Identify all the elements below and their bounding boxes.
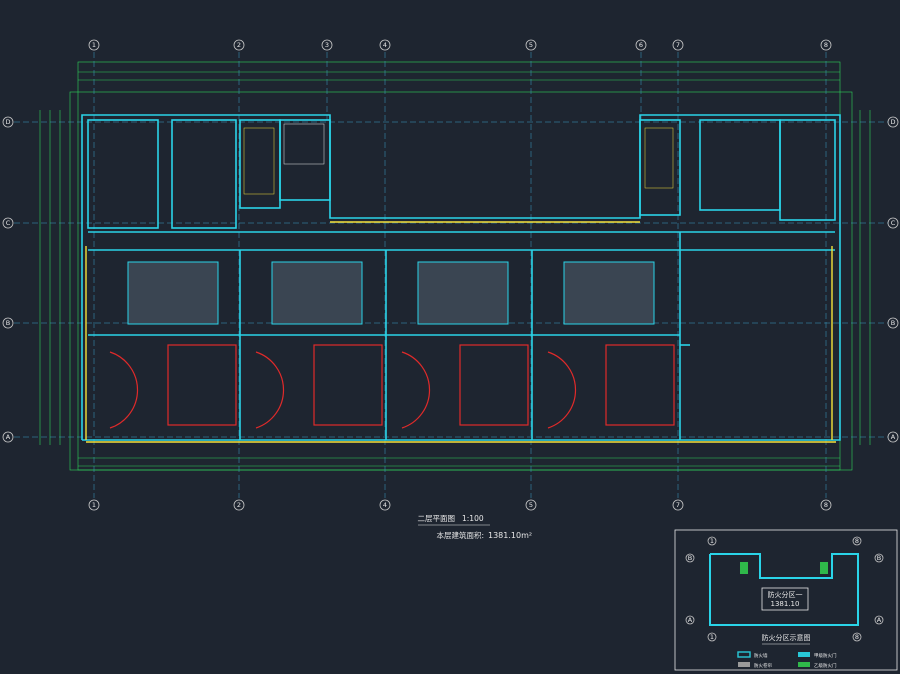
svg-text:A: A <box>891 433 896 441</box>
axis-bubble-top-1: 1 <box>88 39 100 51</box>
axis-bubble-bottom-5: 5 <box>525 499 537 511</box>
svg-text:A: A <box>877 616 882 624</box>
svg-text:B: B <box>688 554 692 562</box>
svg-text:1: 1 <box>710 537 714 545</box>
axis-bubble-top-3: 3 <box>321 39 333 51</box>
axis-bubble-top-5: 5 <box>525 39 537 51</box>
axis-bubble-top-7: 7 <box>672 39 684 51</box>
legend-item: 防火卷帘 <box>754 662 772 669</box>
drawing-title-block: 二层平面图 1:100 本层建筑面积: 1381.10m² <box>418 514 533 540</box>
classroom-furniture <box>109 344 675 429</box>
area-value: 1381.10m² <box>488 531 532 540</box>
inset-axis-top-1: 1 <box>707 536 717 546</box>
stairs <box>243 123 674 195</box>
inset-axis-right-B: B <box>874 553 884 563</box>
svg-text:4: 4 <box>383 41 387 49</box>
svg-text:7: 7 <box>676 501 680 509</box>
svg-text:B: B <box>891 319 895 327</box>
axis-bubble-bottom-8: 8 <box>820 499 832 511</box>
axis-bubble-bottom-4: 4 <box>379 499 391 511</box>
inset-title: 防火分区示意图 <box>762 633 811 642</box>
legend-item: 防火墙 <box>754 652 768 659</box>
axis-bubble-top-2: 2 <box>233 39 245 51</box>
svg-text:A: A <box>6 433 11 441</box>
svg-text:6: 6 <box>639 41 643 49</box>
axis-bubble-right-A: A <box>887 431 899 443</box>
fire-zone-inset: 防火分区一 1381.10 1 8 1 8 B A B A 防火分区示意图 防火… <box>674 529 898 671</box>
svg-text:8: 8 <box>855 633 859 641</box>
axis-bubble-top-8: 8 <box>820 39 832 51</box>
inset-axis-left-B: B <box>685 553 695 563</box>
svg-text:1: 1 <box>710 633 714 641</box>
axis-bubble-right-B: B <box>887 317 899 329</box>
svg-text:D: D <box>5 118 10 126</box>
svg-text:7: 7 <box>676 41 680 49</box>
legend-item: 甲级防火门 <box>814 652 837 659</box>
svg-text:2: 2 <box>237 41 241 49</box>
corridor-lines <box>85 221 836 443</box>
svg-text:8: 8 <box>824 41 828 49</box>
svg-text:5: 5 <box>529 501 533 509</box>
axis-bubbles: 1 2 3 4 5 6 7 8 1 2 4 5 7 8 D C B A D C … <box>2 39 899 511</box>
axis-bubble-right-D: D <box>887 116 899 128</box>
drawing-scale: 1:100 <box>462 514 484 523</box>
axis-bubble-bottom-2: 2 <box>233 499 245 511</box>
svg-text:1: 1 <box>92 501 96 509</box>
axis-bubble-bottom-7: 7 <box>672 499 684 511</box>
svg-text:D: D <box>890 118 895 126</box>
axis-bubble-left-B: B <box>2 317 14 329</box>
axis-bubble-right-C: C <box>887 217 899 229</box>
axis-bubble-left-D: D <box>2 116 14 128</box>
svg-text:B: B <box>877 554 881 562</box>
axis-bubble-left-A: A <box>2 431 14 443</box>
inset-axis-right-A: A <box>874 615 884 625</box>
svg-text:2: 2 <box>237 501 241 509</box>
dimension-lines <box>39 61 871 471</box>
svg-text:8: 8 <box>824 501 828 509</box>
inset-axis-left-A: A <box>685 615 695 625</box>
zone-label: 防火分区一 <box>768 590 803 599</box>
drawing-title: 二层平面图 <box>418 514 456 523</box>
area-label: 本层建筑面积: <box>436 530 484 540</box>
axis-bubble-bottom-1: 1 <box>88 499 100 511</box>
svg-text:B: B <box>6 319 10 327</box>
axis-bubble-left-C: C <box>2 217 14 229</box>
inset-axis-bottom-1: 1 <box>707 632 717 642</box>
svg-text:C: C <box>891 219 896 227</box>
toilet-blocks <box>127 261 655 325</box>
axis-bubble-top-4: 4 <box>379 39 391 51</box>
svg-text:1: 1 <box>92 41 96 49</box>
svg-text:A: A <box>688 616 693 624</box>
svg-text:3: 3 <box>325 41 329 49</box>
svg-text:C: C <box>6 219 11 227</box>
building-walls <box>81 114 841 441</box>
inset-legend: 防火墙 防火卷帘 甲级防火门 乙级防火门 <box>737 651 837 669</box>
inset-axis-bottom-8: 8 <box>852 632 862 642</box>
svg-text:4: 4 <box>383 501 387 509</box>
zone-area: 1381.10 <box>771 600 800 608</box>
axis-bubble-top-6: 6 <box>635 39 647 51</box>
inset-axis-top-8: 8 <box>852 536 862 546</box>
svg-text:5: 5 <box>529 41 533 49</box>
svg-text:8: 8 <box>855 537 859 545</box>
legend-item: 乙级防火门 <box>814 662 837 669</box>
